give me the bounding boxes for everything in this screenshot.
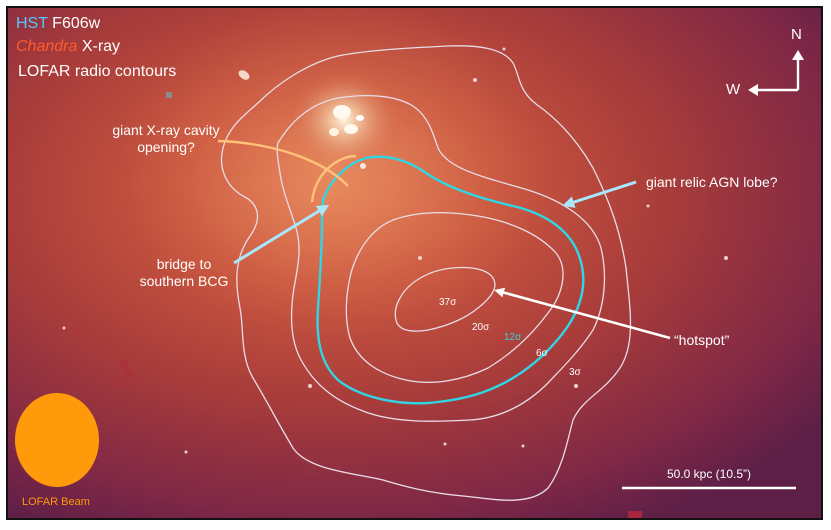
hotspot-label: “hotspot” — [674, 332, 730, 348]
compass-west: W — [726, 81, 741, 98]
sigma-label-6: 6σ — [536, 348, 548, 359]
compass-north: N — [791, 26, 802, 43]
legend-chandra-band: X-ray — [77, 38, 121, 55]
contour-20sigma — [345, 212, 564, 383]
composite-image — [8, 8, 821, 518]
bridge-label: bridge to southern BCG — [139, 256, 229, 289]
lofar-beam-label: LOFAR Beam — [22, 496, 90, 508]
relic-label: giant relic AGN lobe? — [646, 174, 778, 190]
legend-chandra: Chandra X-ray — [16, 37, 120, 56]
sigma-label-3: 3σ — [569, 367, 581, 378]
legend-hst-filter: F606w — [47, 15, 101, 32]
legend-chandra-label: Chandra — [16, 38, 78, 55]
scale-bar-label: 50.0 kpc (10.5”) — [666, 467, 752, 481]
hst-galaxies — [62, 47, 728, 454]
contour-12sigma — [316, 155, 585, 405]
lofar-beam-ellipse — [15, 393, 99, 487]
compass — [748, 50, 804, 96]
xray-glow — [118, 8, 558, 338]
bridge-arrow — [233, 204, 330, 265]
legend-hst: HST F606w — [16, 14, 100, 33]
astronomical-image-frame: HST F606w Chandra X-ray LOFAR radio cont… — [6, 6, 823, 520]
cavity-arc-curve — [310, 154, 357, 203]
sigma-label-37: 37σ — [439, 297, 457, 308]
legend-lofar: LOFAR radio contours — [18, 63, 177, 80]
bcg-core — [289, 70, 399, 170]
red-pixel-blobs — [116, 360, 642, 518]
legend-hst-label: HST — [16, 15, 48, 32]
contour-37sigma — [394, 266, 496, 332]
pixel-artifact — [166, 92, 172, 98]
sigma-label-12: 12σ — [504, 332, 522, 343]
hotspot-arrow — [494, 287, 671, 340]
contour-6sigma — [276, 94, 606, 422]
sigma-label-20: 20σ — [472, 322, 490, 333]
cavity-arc-line — [217, 139, 349, 187]
cavity-label: giant X-ray cavity opening? — [112, 122, 220, 155]
relic-arrow — [562, 180, 637, 208]
